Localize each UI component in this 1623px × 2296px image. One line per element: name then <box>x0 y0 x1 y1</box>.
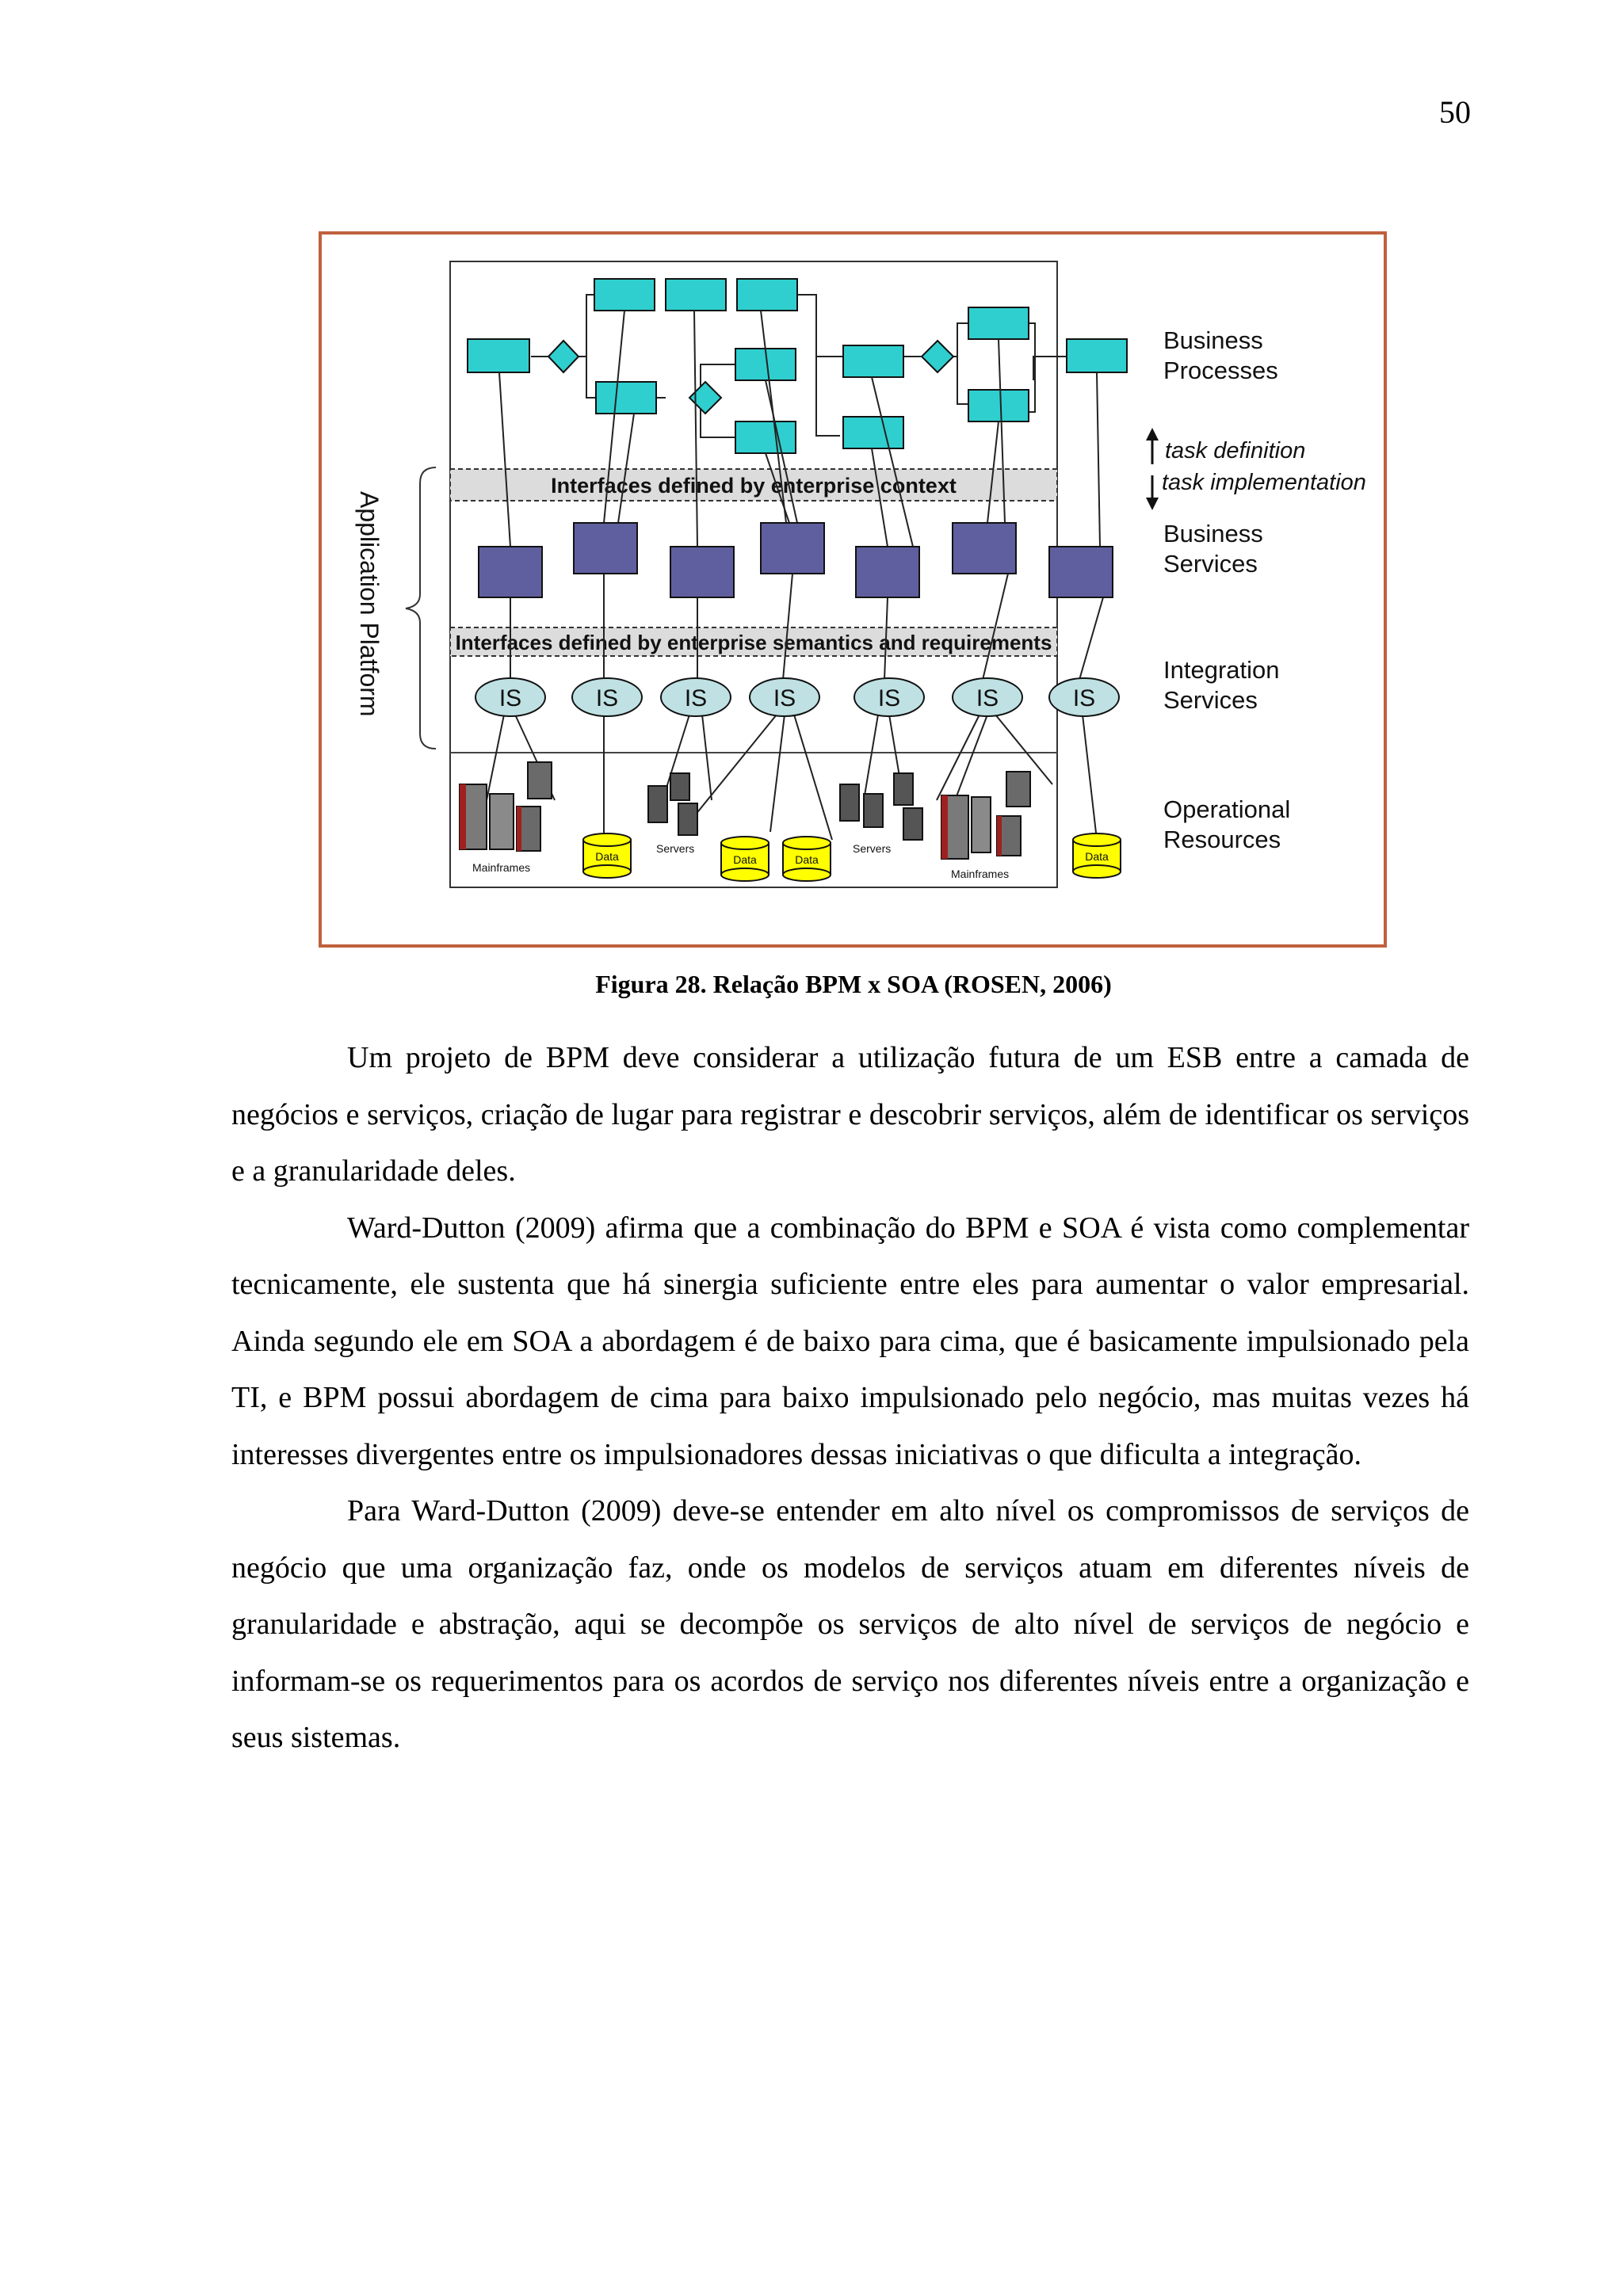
application-platform-label: Application Platform <box>355 491 384 717</box>
paragraph: Para Ward-Dutton (2009) deve-se entender… <box>231 1494 1469 1754</box>
process-box <box>968 389 1029 422</box>
server-icon <box>839 772 923 841</box>
layer-label-business-services: Business Services <box>1163 520 1270 578</box>
is-ellipse <box>1048 677 1120 717</box>
data-label: Data <box>1085 850 1109 863</box>
decision-diamond <box>547 339 580 374</box>
is-label: IS <box>773 685 796 711</box>
paragraph: Um projeto de BPM deve considerar a util… <box>231 1041 1469 1188</box>
interface-bar-context-label: Interfaces defined by enterprise context <box>551 474 957 498</box>
servers-label: Servers <box>656 842 694 855</box>
process-box <box>842 345 904 378</box>
task-arrows <box>1146 428 1159 510</box>
process-box <box>665 278 727 311</box>
data-label: Data <box>733 853 757 866</box>
service-box <box>855 546 920 598</box>
mainframe-icon <box>941 771 1031 860</box>
is-ellipse <box>571 677 643 717</box>
data-cylinder-icon <box>782 836 831 882</box>
layer-label-integration-services: Integration Services <box>1163 656 1286 714</box>
interface-bar-context <box>449 468 1058 502</box>
layer-label-business-processes: Business Processes <box>1163 326 1278 384</box>
server-icon <box>647 772 698 836</box>
data-label: Data <box>595 850 619 863</box>
page-number: 50 <box>1439 94 1471 130</box>
is-ellipse <box>952 677 1023 717</box>
mainframes-label: Mainframes <box>951 868 1009 880</box>
integration-services: IS IS IS IS IS IS IS <box>475 677 1120 717</box>
process-box <box>1066 338 1128 373</box>
mainframes-label: Mainframes <box>472 861 530 874</box>
process-box <box>735 421 796 454</box>
data-cylinder-icon <box>1072 833 1121 879</box>
interface-bar-semantics-label: Interfaces defined by enterprise semanti… <box>456 631 1052 654</box>
service-box <box>760 522 825 574</box>
bpm-soa-diagram: Interfaces defined by enterprise context… <box>319 231 1387 948</box>
is-ellipse <box>749 677 820 717</box>
operational-resources: Mainframes Data Servers Data Data <box>459 761 1121 882</box>
is-label: IS <box>976 685 999 711</box>
process-box <box>467 338 530 373</box>
servers-label: Servers <box>853 842 891 855</box>
is-ellipse <box>660 677 731 717</box>
task-implementation-label: task implementation <box>1162 470 1366 495</box>
service-box <box>952 522 1017 574</box>
data-label: Data <box>795 853 819 866</box>
process-box <box>595 381 657 414</box>
is-label: IS <box>878 685 900 711</box>
figure-caption: Figura 28. Relação BPM x SOA (ROSEN, 200… <box>595 970 1112 998</box>
paragraph: Ward-Dutton (2009) afirma que a combinaç… <box>231 1211 1469 1471</box>
body-text: Um projeto de BPM deve considerar a util… <box>231 1030 1469 1767</box>
mainframe-icon <box>459 761 552 852</box>
is-label: IS <box>1073 685 1095 711</box>
bpm-soa-figure: Interfaces defined by enterprise context… <box>317 230 1390 952</box>
interface-bar-semantics <box>449 627 1058 657</box>
application-platform-brace <box>405 467 437 749</box>
service-box <box>670 546 735 598</box>
service-box <box>478 546 543 598</box>
task-definition-label: task definition <box>1165 438 1305 463</box>
is-ellipse <box>475 677 546 717</box>
data-cylinder-icon <box>582 833 632 879</box>
process-box <box>842 416 904 449</box>
service-box <box>573 522 638 574</box>
is-label: IS <box>685 685 707 711</box>
process-box <box>594 278 655 311</box>
layer-label-operational-resources: Operational Resources <box>1163 795 1297 853</box>
is-label: IS <box>596 685 618 711</box>
is-label: IS <box>499 685 521 711</box>
process-box <box>968 307 1029 340</box>
service-box <box>1048 546 1113 598</box>
decision-diamond <box>920 339 955 374</box>
layer-label-line: Business <box>1163 326 1263 354</box>
is-ellipse <box>854 677 925 717</box>
data-cylinder-icon <box>720 836 769 882</box>
process-box <box>736 278 798 311</box>
